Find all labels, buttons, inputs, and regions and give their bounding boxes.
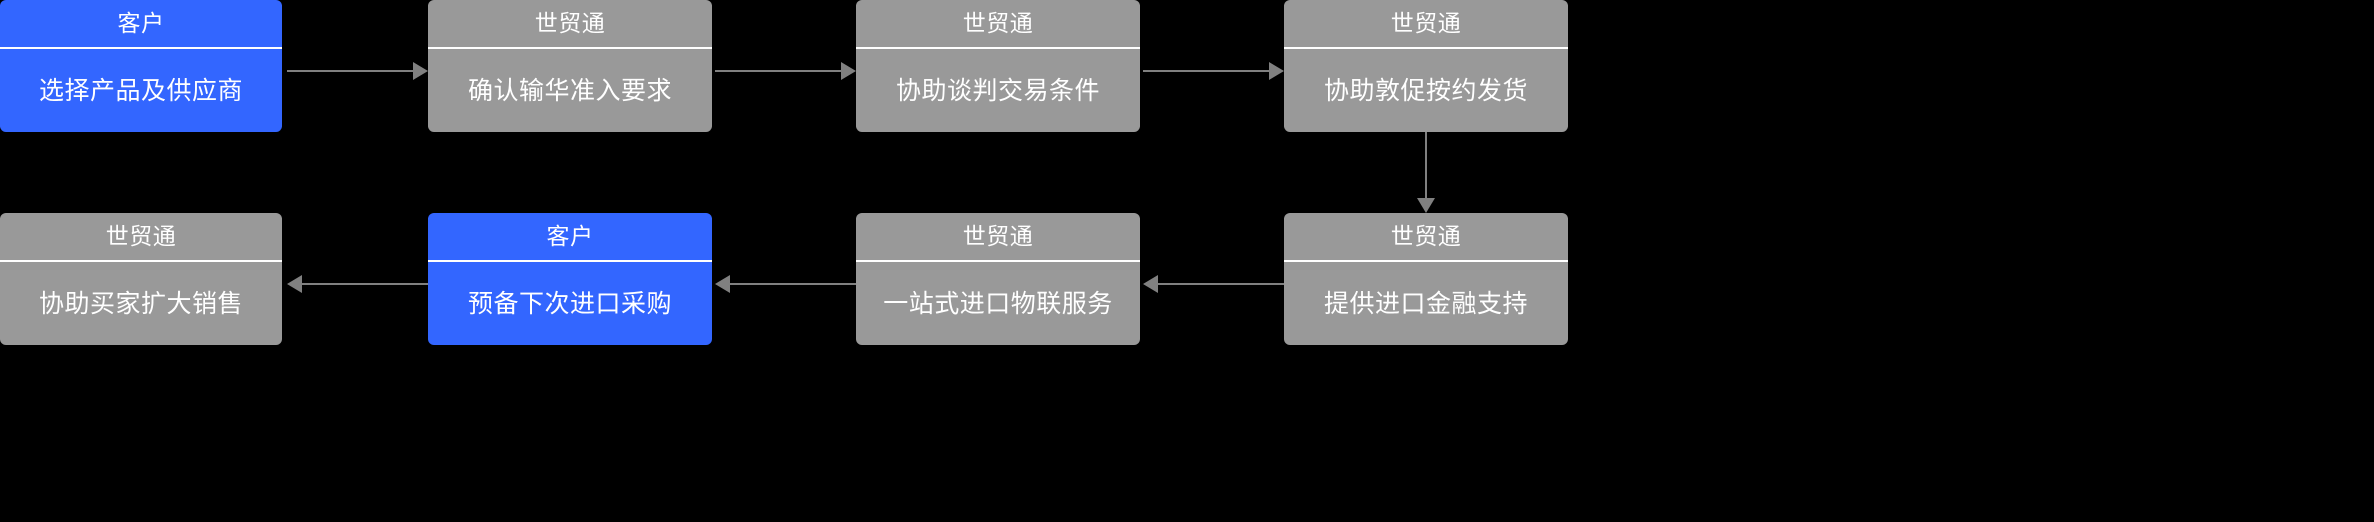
- edge-line: [1143, 70, 1269, 72]
- node-card-n7[interactable]: 客户 预备下次进口采购: [428, 213, 712, 345]
- node-action-label: 确认输华准入要求: [467, 76, 672, 105]
- node-divider: [1284, 260, 1568, 262]
- node-action-label: 选择产品及供应商: [38, 76, 243, 105]
- node-role-label: 世贸通: [1390, 10, 1462, 36]
- node-card-n3[interactable]: 世贸通 协助谈判交易条件: [856, 0, 1140, 132]
- node-action-label: 协助谈判交易条件: [895, 76, 1100, 105]
- node-role-label: 世贸通: [1390, 223, 1462, 249]
- node-divider: [856, 47, 1140, 49]
- node-card-n5[interactable]: 世贸通 提供进口金融支持: [1284, 213, 1568, 345]
- node-card-n2[interactable]: 世贸通 确认输华准入要求: [428, 0, 712, 132]
- node-role-label: 客户: [117, 10, 165, 36]
- edge-n2-to-n3: [715, 62, 856, 80]
- node-action-label: 提供进口金融支持: [1323, 289, 1528, 318]
- node-divider: [1284, 47, 1568, 49]
- edge-line: [1425, 132, 1427, 198]
- node-role-label: 世贸通: [962, 10, 1034, 36]
- node-card-n8[interactable]: 世贸通 协助买家扩大销售: [0, 213, 282, 345]
- edge-n5-to-n6: [1143, 275, 1284, 293]
- arrow-head-left-icon: [1143, 275, 1158, 293]
- edge-line: [715, 70, 841, 72]
- node-divider: [428, 47, 712, 49]
- node-action-label: 预备下次进口采购: [467, 289, 672, 318]
- edge-n6-to-n7: [715, 275, 856, 293]
- node-card-n4[interactable]: 世贸通 协助敦促按约发货: [1284, 0, 1568, 132]
- arrow-head-down-icon: [1417, 198, 1435, 213]
- node-divider: [856, 260, 1140, 262]
- arrow-head-right-icon: [841, 62, 856, 80]
- node-role-label: 世贸通: [962, 223, 1034, 249]
- node-role-label: 世贸通: [534, 10, 606, 36]
- edge-n1-to-n2: [287, 62, 428, 80]
- node-divider: [428, 260, 712, 262]
- node-divider: [0, 260, 282, 262]
- arrow-head-left-icon: [287, 275, 302, 293]
- edge-line: [302, 283, 428, 285]
- node-action-label: 一站式进口物联服务: [883, 289, 1113, 318]
- node-card-n6[interactable]: 世贸通 一站式进口物联服务: [856, 213, 1140, 345]
- edge-n7-to-n8: [287, 275, 428, 293]
- node-role-label: 世贸通: [105, 223, 177, 249]
- arrow-head-right-icon: [413, 62, 428, 80]
- node-card-n1[interactable]: 客户 选择产品及供应商: [0, 0, 282, 132]
- edge-line: [1158, 283, 1284, 285]
- edge-line: [287, 70, 413, 72]
- edge-n3-to-n4: [1143, 62, 1284, 80]
- edge-n4-to-n5: [1417, 132, 1435, 213]
- edge-line: [730, 283, 856, 285]
- node-divider: [0, 47, 282, 49]
- node-action-label: 协助敦促按约发货: [1323, 76, 1528, 105]
- arrow-head-left-icon: [715, 275, 730, 293]
- arrow-head-right-icon: [1269, 62, 1284, 80]
- node-action-label: 协助买家扩大销售: [38, 289, 243, 318]
- node-role-label: 客户: [546, 223, 594, 249]
